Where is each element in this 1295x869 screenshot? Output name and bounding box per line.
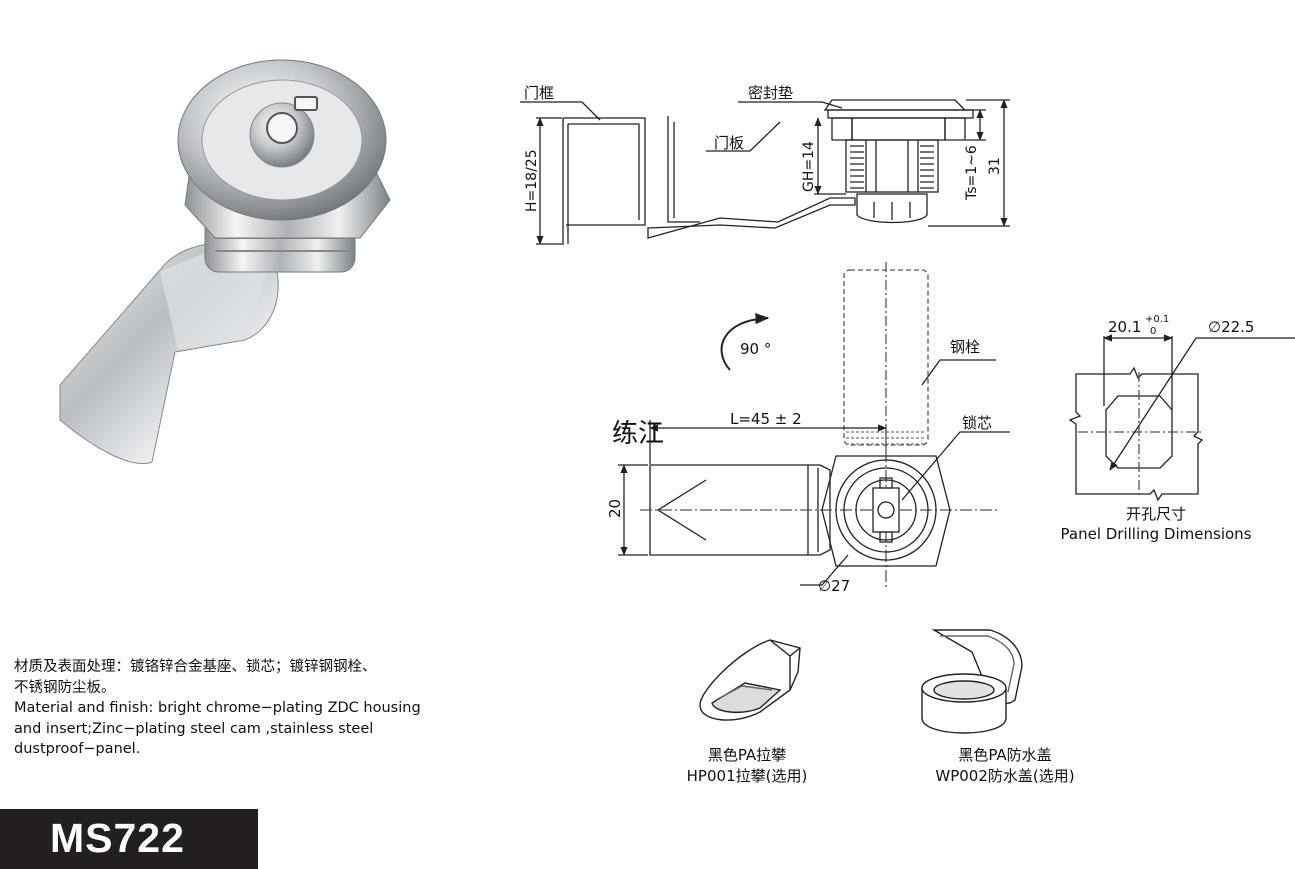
total-height-dim: 31 [987, 157, 1003, 175]
description-en-line-3: dustproof−panel. [14, 741, 141, 757]
watermark: 练江 [612, 419, 664, 449]
front-view [618, 262, 1010, 590]
model-number: MS722 [50, 815, 185, 861]
accessory-pull-handle [699, 639, 801, 721]
steel-bolt-label: 钢栓 [950, 338, 980, 356]
product-photo [59, 59, 391, 464]
diameter-dim: ∅27 [818, 577, 850, 595]
seal-gasket-label: 密封垫 [748, 84, 793, 102]
door-frame-label: 门框 [524, 84, 554, 102]
front-view-labels: 练江 90 ° 钢栓 锁芯 L=45 ± 2 20 ∅27 [606, 338, 992, 595]
material-description: 材质及表面处理：镀铬锌合金基座、锁芯；镀锌钢钢栓、 不锈钢防尘板。 Materi… [14, 657, 454, 760]
panel-cutout [1068, 334, 1295, 502]
description-cn-line-2: 不锈钢防尘板。 [14, 679, 116, 696]
description-en-line-1: Material and finish: bright chrome−plati… [14, 700, 421, 716]
cover-label-1: 黑色PA防水盖 [958, 746, 1051, 764]
cutout-width-value: 20.1 [1108, 318, 1141, 336]
frame-height-dim: H=18/25 [524, 149, 540, 212]
cutout-width-tol-lower: 0 [1150, 326, 1156, 337]
cover-label-2: WP002防水盖(选用) [935, 767, 1074, 785]
cam-width-dim: 20 [606, 499, 624, 518]
description-en-line-2: and insert;Zinc−plating steel cam ,stain… [14, 720, 374, 737]
side-view-labels: 门框 密封垫 门板 H=18/25 GH=14 Ts=1~6 31 [524, 84, 1003, 212]
pull-handle-label-2: HP001拉攀(选用) [687, 767, 808, 785]
pull-handle-label-1: 黑色PA拉攀 [708, 746, 786, 764]
thread-length-dim: GH=14 [801, 141, 817, 192]
rotation-label: 90 ° [740, 340, 771, 358]
accessory-waterproof-cover [921, 629, 1023, 734]
model-badge: MS722 [0, 809, 258, 869]
cutout-diameter: ∅22.5 [1208, 318, 1254, 336]
side-view [520, 99, 1010, 245]
lock-core-label: 锁芯 [962, 414, 992, 432]
panel-thickness-dim: Ts=1~6 [964, 145, 980, 201]
cutout-title-en: Panel Drilling Dimensions [1061, 525, 1252, 543]
cutout-width-tol-upper: +0.1 [1145, 314, 1169, 325]
panel-cutout-labels: 20.1 +0.1 0 ∅22.5 开孔尺寸 Panel Drilling Di… [1061, 314, 1255, 543]
description-cn-line-1: 材质及表面处理：镀铬锌合金基座、锁芯；镀锌钢钢栓、 [14, 659, 377, 675]
accessory-labels: 黑色PA拉攀 HP001拉攀(选用) 黑色PA防水盖 WP002防水盖(选用) [687, 746, 1075, 785]
cutout-title-cn: 开孔尺寸 [1126, 505, 1186, 523]
door-panel-label: 门板 [714, 134, 744, 152]
cam-length-dim: L=45 ± 2 [730, 410, 802, 428]
